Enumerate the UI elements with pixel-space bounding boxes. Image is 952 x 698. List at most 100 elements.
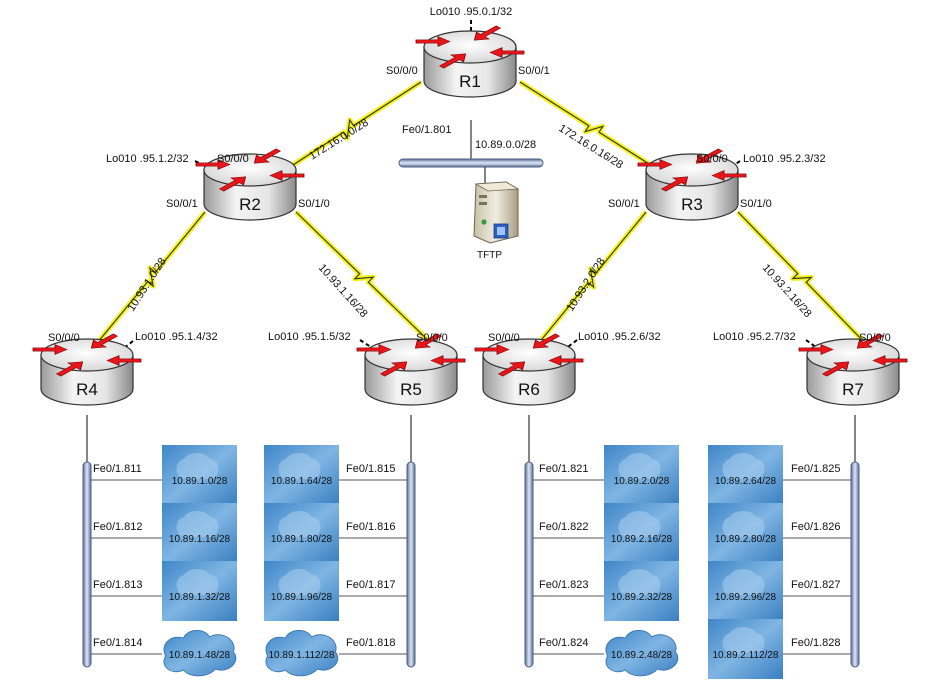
subinterface-label: Fe0/1.828: [791, 637, 841, 649]
network-cloud-icon: [722, 511, 765, 537]
router-name: R7: [842, 380, 864, 399]
iface-label-b: S0/0/0: [696, 153, 728, 165]
subinterface-label: Fe0/1.817: [346, 579, 396, 591]
iface-label-a: S0/0/1: [518, 65, 550, 77]
network-cloud-icon: [722, 453, 765, 479]
subinterface-label: Fe0/1.811: [93, 463, 142, 475]
router-top: [645, 153, 739, 187]
lan-bus: [850, 461, 860, 668]
network-cloud-icon: [176, 569, 219, 595]
subinterface-label: Fe0/1.813: [93, 579, 143, 591]
subnet-label: 10.89.2.48/28: [611, 650, 673, 661]
subinterface-label: Fe0/1.824: [539, 637, 589, 649]
network-cloud-icon: [618, 569, 661, 595]
subinterface-label: Fe0/1.818: [346, 637, 396, 649]
network-cloud-icon: [278, 453, 321, 479]
loopback-label: Lo010 .95.2.7/32: [713, 331, 796, 343]
subinterface-label: Fe0/1.814: [93, 637, 143, 649]
router-name: R4: [76, 380, 98, 399]
subnet-label: 10.89.2.80/28: [715, 534, 777, 545]
loopback-label: Lo010 .95.2.6/32: [578, 331, 661, 343]
router-top: [482, 338, 576, 372]
subnet-label: 10.89.2.16/28: [611, 534, 673, 545]
tftp-label: TFTP: [477, 250, 502, 261]
serial-link-r1-r3: [519, 81, 669, 177]
server-drive-slot: [479, 202, 487, 205]
subnet-label: 10.89.2.64/28: [715, 476, 777, 487]
loopback-label: Lo010 .95.1.4/32: [135, 331, 218, 343]
iface-label-b: S0/0/0: [859, 332, 891, 344]
subnet-label: 10.89.2.0/28: [614, 476, 670, 487]
network-cloud-icon: [618, 511, 661, 537]
network-cloud-icon: [176, 511, 219, 537]
subinterface-label: Fe0/1.825: [791, 463, 841, 475]
subinterface-label: Fe0/1.815: [346, 463, 396, 475]
server-drive-slot: [479, 195, 487, 198]
iface-label-a: S0/1/0: [740, 198, 772, 210]
lan-segments: 10.89.1.0/28Fe0/1.81110.89.1.16/28Fe0/1.…: [82, 415, 860, 679]
r1-lan-bus: [398, 158, 544, 168]
lan-r7: 10.89.2.64/28Fe0/1.82510.89.2.80/28Fe0/1…: [708, 415, 860, 679]
network-cloud-icon: [618, 453, 661, 479]
router-top: [203, 153, 297, 187]
loopback-label: Lo010 .95.1.5/32: [268, 331, 351, 343]
r1-lan-network: 10.89.0.0/28: [475, 139, 536, 151]
r1-lan-segment: Fe0/1.801 10.89.0.0/28: [398, 120, 544, 185]
lan-r5: 10.89.1.64/28Fe0/1.81510.89.1.80/28Fe0/1…: [264, 415, 416, 677]
subnet-label: 10.89.1.64/28: [271, 476, 333, 487]
serial-link-r2-r5: [295, 211, 433, 345]
tftp-server[interactable]: TFTP: [473, 181, 520, 261]
subnet-label: 10.89.1.0/28: [172, 476, 228, 487]
serial-links: [97, 81, 867, 345]
iface-label-b: S0/0/0: [217, 153, 249, 165]
network-cloud-icon: [722, 627, 765, 653]
router-name: R2: [239, 195, 261, 214]
server-power-led: [481, 219, 487, 225]
network-cloud-icon: [278, 569, 321, 595]
loopback-label: Lo010 .95.1.2/32: [106, 153, 189, 165]
iface-label-b: S0/0/0: [416, 332, 448, 344]
router-top: [423, 30, 517, 64]
network-cloud-icon: [278, 511, 321, 537]
subnet-label: 10.89.2.32/28: [611, 592, 673, 603]
subinterface-label: Fe0/1.816: [346, 521, 396, 533]
router-name: R6: [518, 380, 540, 399]
subnet-label: 10.89.2.96/28: [715, 592, 777, 603]
loopback-label: Lo010 .95.2.3/32: [743, 153, 826, 165]
subnet-label: 10.89.2.112/28: [713, 650, 779, 661]
router-top: [806, 338, 900, 372]
iface-label-a: S0/0/1: [608, 198, 640, 210]
router-name: R5: [400, 380, 422, 399]
network-cloud-icon: [722, 569, 765, 595]
lan-r4: 10.89.1.0/28Fe0/1.81110.89.1.16/28Fe0/1.…: [82, 415, 237, 677]
link-network-label: 172.16.0.0/28: [307, 117, 370, 163]
subinterface-label: Fe0/1.826: [791, 521, 841, 533]
router-top: [40, 338, 134, 372]
subnet-label: 10.89.1.16/28: [169, 534, 231, 545]
r1-lan-iface: Fe0/1.801: [402, 124, 452, 136]
link-network-label: 10.93.1.0/28: [125, 256, 168, 314]
lan-bus: [406, 461, 416, 668]
iface-label-a: S0/1/0: [298, 198, 330, 210]
link-network-label: 10.93.2.0/28: [564, 256, 607, 314]
subinterface-label: Fe0/1.822: [539, 521, 589, 533]
link-network-label: 10.93.2.16/28: [760, 262, 814, 320]
subnet-label: 10.89.1.96/28: [271, 592, 333, 603]
iface-label-b: S0/0/0: [48, 332, 80, 344]
subinterface-label: Fe0/1.827: [791, 579, 841, 591]
loopback-label: Lo010 .95.0.1/32: [430, 6, 513, 18]
network-cloud-icon: [605, 629, 679, 677]
subnet-label: 10.89.1.32/28: [169, 592, 231, 603]
network-cloud-icon: [176, 453, 219, 479]
subinterface-label: Fe0/1.812: [93, 521, 143, 533]
lan-bus: [82, 461, 92, 668]
